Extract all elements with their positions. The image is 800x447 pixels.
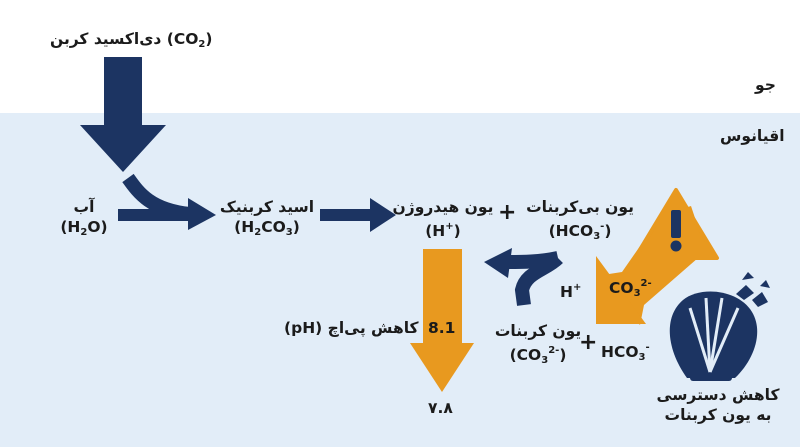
ph-start-value: 8.1	[428, 319, 456, 337]
ph-decrease-label: کاهش پی‌اچ (pH)	[284, 319, 419, 337]
shell-caption: کاهش دسترسی به یون کربنات	[656, 386, 780, 424]
water-name: آب	[73, 198, 95, 216]
hydrogen-formula: (H+)	[425, 221, 461, 240]
co2-formula: (CO2)	[166, 30, 213, 50]
plus-sign-bottom: +	[579, 330, 598, 355]
carbonic-formula: (H2CO3)	[234, 218, 300, 238]
curved-arrow-h-recombine	[484, 248, 563, 306]
ocean-label: اقیانوس	[720, 127, 785, 145]
hco3-label: HCO3-	[601, 342, 650, 363]
carbonate-name: یون کربنات	[494, 322, 582, 340]
co2-name: دی‌اکسید کربن	[50, 30, 162, 48]
carbonic-name: اسید کربنیک	[219, 198, 315, 216]
seashell-icon	[669, 272, 770, 381]
co2-label: دی‌اکسید کربن (CO2)	[50, 29, 212, 55]
co3-arrow-label: CO32-	[609, 278, 652, 299]
water-to-carbonic-arrow	[118, 209, 192, 221]
carbonate-formula: (CO32-)	[509, 345, 567, 366]
atmosphere-label: جو	[755, 76, 776, 94]
water-formula: (H2O)	[60, 218, 108, 238]
hydrogen-name: یون هیدروژن	[392, 198, 494, 216]
bicarbonate-formula: (HCO3-)	[548, 221, 612, 242]
carbonic-acid-label: اسید کربنیک (H2CO3)	[220, 197, 314, 243]
ph-down-arrow	[410, 249, 474, 392]
warning-triangle-icon	[633, 188, 719, 260]
ph-end-value: ۷.۸	[428, 399, 453, 417]
bicarbonate-name: یون بی‌کربنات	[526, 198, 634, 216]
water-label: آب (H2O)	[60, 197, 107, 243]
plus-sign-top: +	[498, 200, 517, 225]
co2-down-arrow	[80, 57, 166, 172]
bicarbonate-ion-label: یون بی‌کربنات (HCO3-)	[526, 197, 634, 247]
h-plus-label: H+	[560, 282, 582, 301]
carbonic-to-hydrogen-arrow	[320, 198, 396, 232]
curved-arrow-to-carbonic	[122, 173, 216, 230]
hydrogen-ion-label: یون هیدروژن (H+)	[393, 197, 494, 241]
carbonate-ion-label: یون کربنات (CO32-)	[495, 321, 581, 371]
